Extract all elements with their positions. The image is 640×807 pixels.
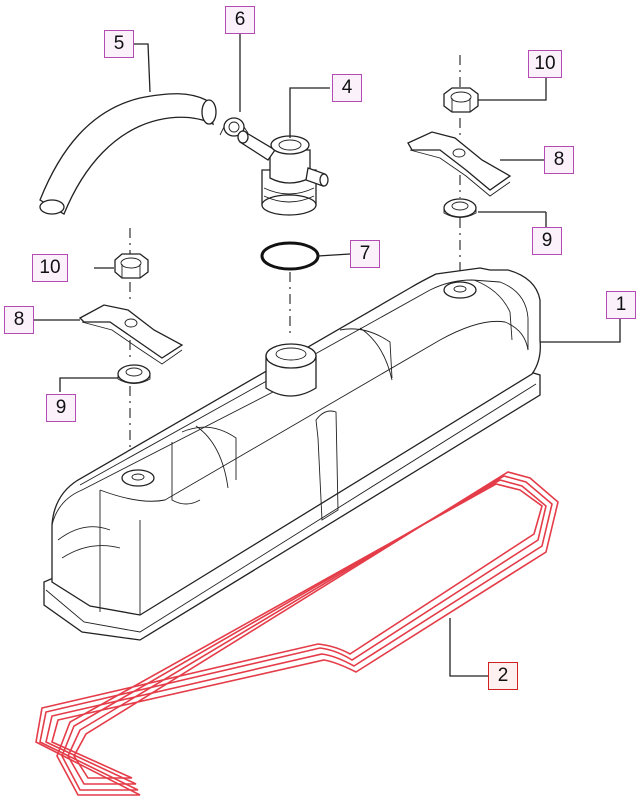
callout-7[interactable]: 7 (350, 240, 380, 268)
callout-4[interactable]: 4 (332, 74, 362, 102)
callout-2[interactable]: 2 (488, 662, 518, 690)
callout-8-left[interactable]: 8 (4, 306, 34, 334)
valve-cover-gasket-part-2[interactable] (35, 471, 559, 796)
callout-6[interactable]: 6 (225, 6, 255, 34)
callout-10-left[interactable]: 10 (32, 254, 68, 282)
callout-9-left[interactable]: 9 (46, 394, 76, 422)
washer-part-9-right[interactable] (443, 198, 477, 218)
nut-part-10-left[interactable] (114, 253, 149, 279)
callout-1[interactable]: 1 (606, 291, 636, 319)
valve-cover-part-1[interactable] (43, 267, 541, 641)
callout-9-right[interactable]: 9 (532, 227, 562, 255)
clamp-part-6[interactable] (219, 117, 249, 137)
breather-fitting-part-4[interactable] (237, 130, 329, 216)
leader-lines (34, 32, 621, 677)
callout-5[interactable]: 5 (104, 30, 134, 58)
callout-10-right[interactable]: 10 (528, 50, 562, 78)
o-ring-part-7[interactable] (260, 241, 320, 271)
hose-part-5[interactable] (39, 93, 217, 215)
bracket-part-8-left[interactable] (78, 304, 184, 365)
callout-8-right[interactable]: 8 (544, 146, 574, 174)
nut-part-10-right[interactable] (443, 87, 479, 113)
bracket-part-8-right[interactable] (407, 131, 512, 197)
washer-part-9-left[interactable] (117, 364, 151, 384)
